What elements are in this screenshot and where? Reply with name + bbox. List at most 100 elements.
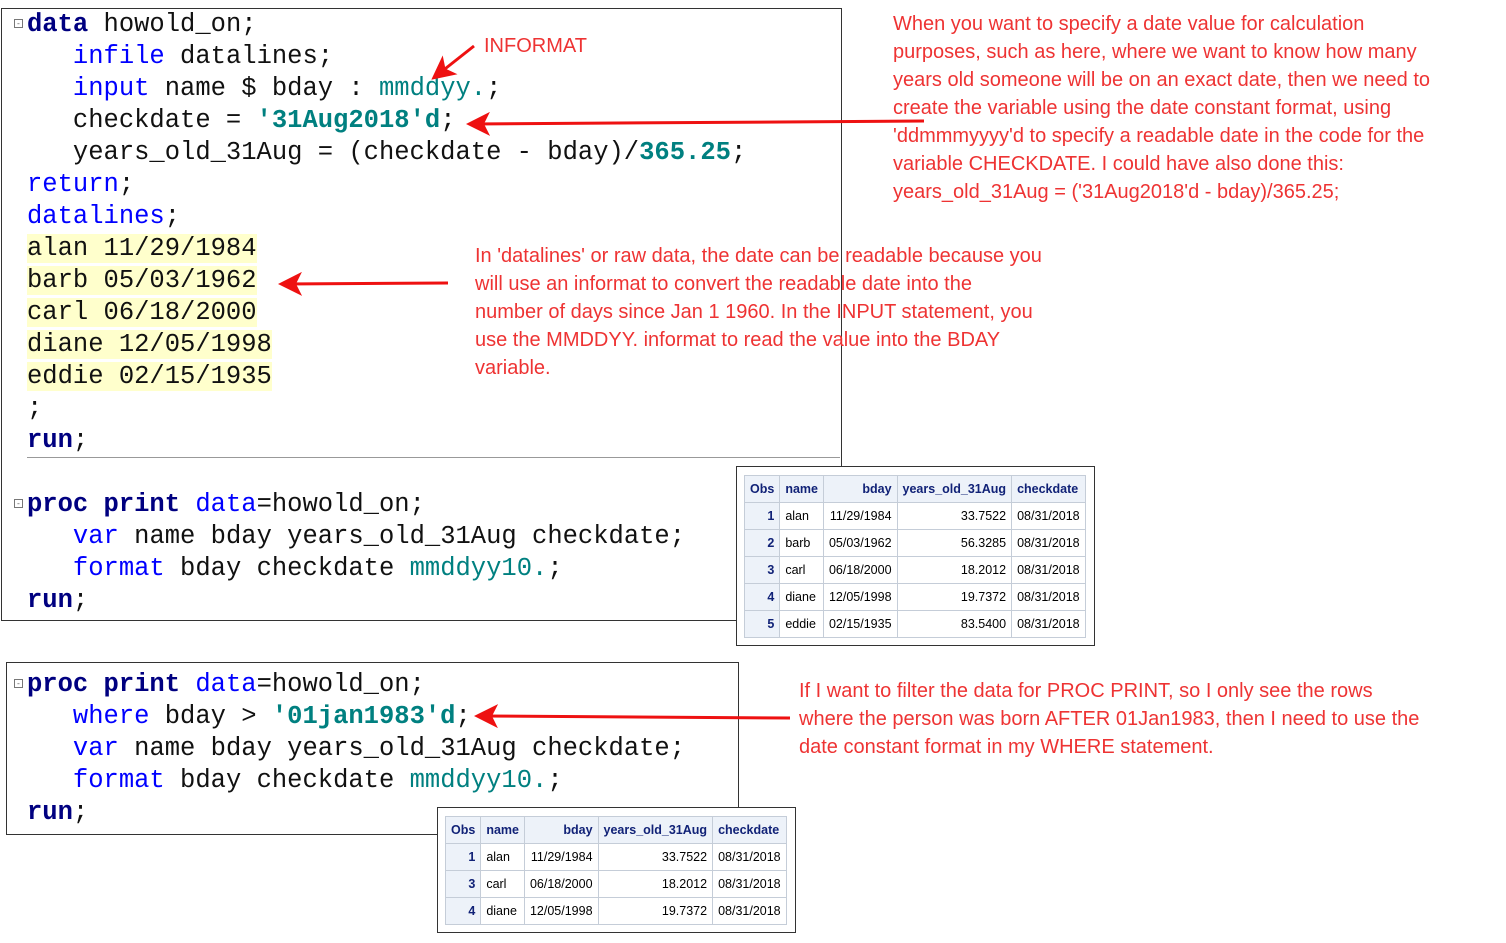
code-token: run <box>27 426 73 455</box>
code-line: years_old_31Aug = (checkdate - bday)/365… <box>27 137 746 169</box>
code-token <box>27 734 73 763</box>
code-token: eddie 02/15/1935 <box>27 362 272 391</box>
code-token: name bday years_old_31Aug checkdate; <box>118 734 686 763</box>
code-line: -proc print data=howold_on; <box>14 669 685 701</box>
table-cell: 19.7372 <box>896 583 1013 611</box>
table-cell: 56.3285 <box>896 529 1013 557</box>
code-token: ; <box>547 766 563 795</box>
collapse-icon[interactable]: - <box>14 499 23 508</box>
table-cell: 05/03/1962 <box>822 529 898 557</box>
code-token <box>27 702 73 731</box>
code-line: run; <box>27 797 685 829</box>
code-token: datalines <box>27 202 165 231</box>
code-token: return <box>27 170 119 199</box>
code-line: -data howold_on; <box>14 9 746 41</box>
table-cell: 2 <box>743 529 781 557</box>
code-line: format bday checkdate mmddyy10.; <box>27 765 685 797</box>
code-line: format bday checkdate mmddyy10.; <box>27 553 685 585</box>
code-token: var <box>72 522 119 551</box>
code-token: howold_on; <box>88 10 257 39</box>
code-token: bday checkdate <box>164 766 410 795</box>
table-cell: 11/29/1984 <box>822 502 898 530</box>
table-cell: diane <box>779 583 824 611</box>
table-cell: 12/05/1998 <box>822 583 898 611</box>
annotation-informat: INFORMAT <box>484 35 587 57</box>
code-line: run; <box>27 425 746 457</box>
table-cell: 08/31/2018 <box>1011 610 1086 638</box>
table-cell: alan <box>480 843 525 871</box>
column-header: Obs <box>743 475 781 503</box>
code-token <box>27 766 73 795</box>
code-token: data <box>195 490 257 519</box>
table-cell: 5 <box>743 610 781 638</box>
table-cell: alan <box>779 502 824 530</box>
code-token: datalines; <box>164 42 334 71</box>
column-header: name <box>480 816 525 844</box>
code-token: where <box>72 702 150 731</box>
table-cell: 3 <box>444 870 482 898</box>
code-token: checkdate = <box>27 106 257 135</box>
code-token <box>27 42 73 71</box>
table-cell: 18.2012 <box>896 556 1013 584</box>
code-line: eddie 02/15/1935 <box>27 361 746 393</box>
column-header: bday <box>822 475 898 503</box>
code-token: data <box>27 10 89 39</box>
table-cell: diane <box>480 897 525 925</box>
code-token: ; <box>730 138 747 167</box>
code-proc-print-1[interactable]: -proc print data=howold_on; var name bda… <box>14 489 685 617</box>
table-cell: eddie <box>779 610 824 638</box>
code-proc-print-2[interactable]: -proc print data=howold_on; where bday >… <box>14 669 686 829</box>
code-token <box>27 554 73 583</box>
table-cell: carl <box>779 556 824 584</box>
code-token: barb 05/03/1962 <box>27 266 257 295</box>
code-token: bday > <box>149 702 272 731</box>
annotation-where: If I want to filter the data for PROC PR… <box>799 680 1420 758</box>
column-header: years_old_31Aug <box>597 816 714 844</box>
code-token: input <box>72 74 150 103</box>
code-token: mmddyy10. <box>409 766 548 795</box>
column-header: Obs <box>444 816 482 844</box>
code-line: checkdate = '31Aug2018'd; <box>27 105 746 137</box>
collapse-icon[interactable]: - <box>14 19 23 28</box>
code-line: ; <box>27 393 746 425</box>
table-cell: 1 <box>743 502 781 530</box>
code-token: ; <box>27 394 43 423</box>
table-cell: 12/05/1998 <box>523 897 599 925</box>
code-data-step[interactable]: -data howold_on; infile datalines; input… <box>14 9 746 457</box>
code-line: run; <box>27 585 685 617</box>
code-token: '01jan1983'd <box>271 702 456 731</box>
code-token: 365.25 <box>639 138 731 167</box>
code-token: years_old_31Aug = (checkdate - bday)/ <box>27 138 640 167</box>
collapse-icon[interactable]: - <box>14 679 23 688</box>
table-cell: 3 <box>743 556 781 584</box>
table-cell: 08/31/2018 <box>712 897 787 925</box>
table-cell: 1 <box>444 843 482 871</box>
code-token: ; <box>164 202 181 231</box>
code-line: input name $ bday : mmddyy.; <box>27 73 746 105</box>
table-cell: 08/31/2018 <box>1011 583 1086 611</box>
table-cell: 19.7372 <box>597 897 714 925</box>
code-token: =howold_on; <box>256 490 425 519</box>
table-cell: 08/31/2018 <box>1011 556 1086 584</box>
code-line: diane 12/05/1998 <box>27 329 746 361</box>
column-header: checkdate <box>712 816 787 844</box>
code-token: name $ bday : <box>149 74 379 103</box>
code-line: infile datalines; <box>27 41 746 73</box>
code-line: var name bday years_old_31Aug checkdate; <box>27 521 685 553</box>
table-cell: 33.7522 <box>896 502 1013 530</box>
column-header: name <box>779 475 824 503</box>
code-token <box>180 670 195 699</box>
table-cell: 4 <box>743 583 781 611</box>
code-token: ; <box>547 554 563 583</box>
table-cell: carl <box>480 870 525 898</box>
code-line: where bday > '01jan1983'd; <box>27 701 685 733</box>
code-divider <box>27 457 840 458</box>
code-token: bday checkdate <box>164 554 410 583</box>
code-token: infile <box>72 42 165 71</box>
table-cell: 18.2012 <box>597 870 714 898</box>
